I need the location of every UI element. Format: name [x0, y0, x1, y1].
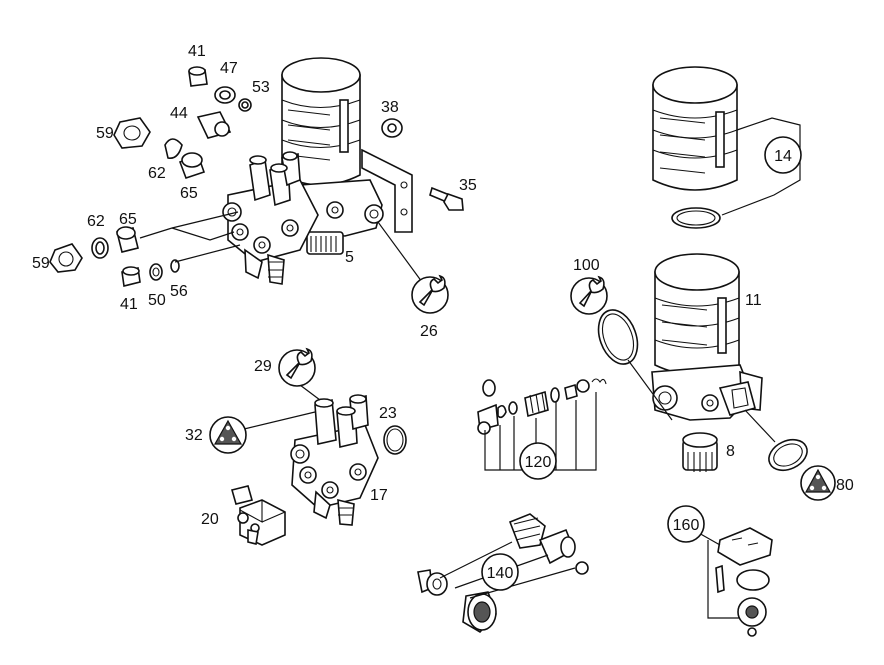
- solenoid-20: [231, 485, 286, 546]
- callout-bubble-14: [764, 136, 802, 174]
- callout-65a: 65: [180, 185, 198, 202]
- callout-62a: 62: [148, 165, 166, 182]
- callout-20: 20: [201, 511, 219, 528]
- callout-35: 35: [459, 177, 477, 194]
- repair-kit-160: [689, 527, 773, 637]
- callout-140: 140: [487, 565, 514, 582]
- callout-44: 44: [170, 105, 188, 122]
- callout-160: 160: [673, 517, 700, 534]
- callout-11: 11: [745, 292, 762, 309]
- callout-62b: 62: [87, 213, 105, 230]
- callout-5: 5: [345, 249, 354, 266]
- wrench-bubble-100: [570, 275, 608, 315]
- callout-14: 14: [774, 148, 792, 165]
- air-dryer-assembly: [222, 57, 413, 285]
- grease-bubble-32: [209, 416, 247, 454]
- callout-41b: 41: [120, 296, 138, 313]
- callout-23: 23: [379, 405, 397, 422]
- callout-38: 38: [381, 99, 399, 116]
- callout-8: 8: [726, 443, 735, 460]
- callout-32: 32: [185, 427, 203, 444]
- callout-bubble-160: [667, 505, 705, 543]
- callout-120: 120: [525, 454, 552, 471]
- grease-bubble-80: [800, 465, 836, 501]
- air-dryer-11: [597, 253, 808, 472]
- callout-65b: 65: [119, 211, 137, 228]
- callout-50: 50: [148, 292, 166, 309]
- callout-56: 56: [170, 283, 188, 300]
- wrench-bubble-29: [278, 347, 316, 387]
- callout-59a: 59: [96, 125, 114, 142]
- callout-17: 17: [370, 487, 388, 504]
- callout-80: 80: [836, 477, 854, 494]
- wrench-icon: [418, 274, 446, 307]
- callout-59b: 59: [32, 255, 50, 272]
- callout-bubble-120: [519, 442, 557, 480]
- wrench-bubble-26: [411, 274, 449, 314]
- callout-100: 100: [573, 257, 600, 274]
- callout-labels: 41 47 53 44 59 62 65 38 35 62 65 59 41 5…: [32, 43, 854, 582]
- callout-41a: 41: [188, 43, 206, 60]
- fittings-upper-left: [49, 66, 464, 287]
- cartridge-14: [652, 66, 801, 229]
- callout-26: 26: [420, 323, 438, 340]
- callout-bubble-140: [481, 553, 519, 591]
- callout-47: 47: [220, 60, 238, 77]
- valve-17: [239, 384, 407, 526]
- repair-kit-140: [417, 513, 589, 634]
- callout-29: 29: [254, 358, 272, 375]
- callout-53: 53: [252, 79, 270, 96]
